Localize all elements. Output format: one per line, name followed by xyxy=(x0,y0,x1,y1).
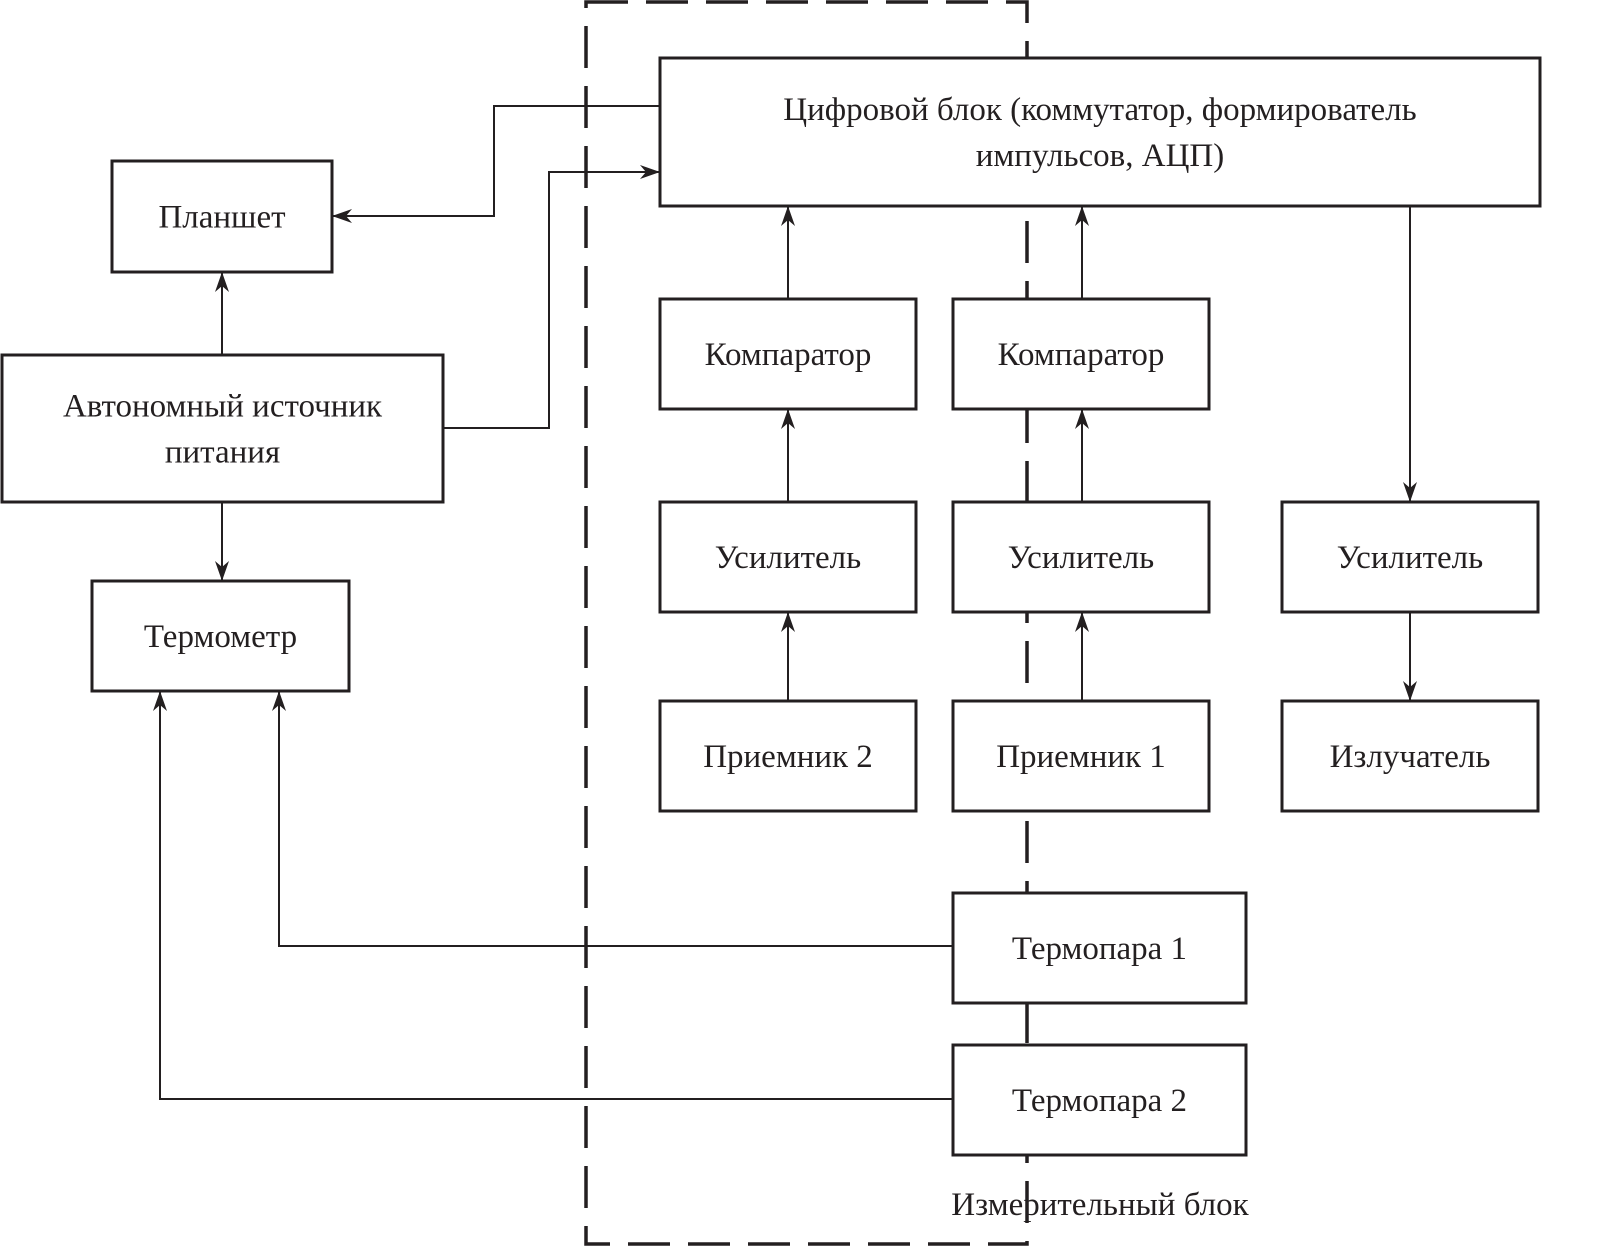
thermocouple-2-box xyxy=(951,1043,1248,1157)
thermocouple-2-label: Термопара 2 xyxy=(1012,1083,1187,1119)
receiver-1-box xyxy=(951,699,1211,813)
power-source-label: Автономный источник xyxy=(63,389,383,425)
comparator-2-box xyxy=(951,297,1211,411)
receiver-2-box xyxy=(658,699,918,813)
arrowhead-icon xyxy=(153,691,167,711)
digital-block-box xyxy=(658,56,1542,208)
power-source-box xyxy=(0,353,445,504)
arrowhead-icon xyxy=(215,272,229,292)
emitter-label: Излучатель xyxy=(1330,739,1491,775)
measuring-block-label: Измерительный блок xyxy=(951,1187,1249,1223)
arrowhead-icon xyxy=(640,165,660,179)
power-source-label: питания xyxy=(165,435,280,471)
amplifier-1-box xyxy=(658,500,918,614)
thermocouple-1-label: Термопара 1 xyxy=(1012,931,1187,967)
arrowhead-icon xyxy=(272,691,286,711)
amplifier-3-box xyxy=(1280,500,1540,614)
arrowhead-icon xyxy=(1075,612,1089,632)
emitter-box xyxy=(1280,699,1540,813)
arrowhead-icon xyxy=(1403,482,1417,502)
arrowhead-icon xyxy=(781,612,795,632)
arrowhead-icon xyxy=(215,561,229,581)
thermometer-box xyxy=(90,579,351,693)
measuring-block-frame xyxy=(584,0,1029,1246)
comparator-2-label: Компаратор xyxy=(998,337,1165,373)
amplifier-2-box xyxy=(951,500,1211,614)
digital-block-label: Цифровой блок (коммутатор, формирователь xyxy=(783,92,1416,128)
comparator-1-box xyxy=(658,297,918,411)
amplifier-3-label: Усилитель xyxy=(1337,540,1483,576)
thermocouple-1-box xyxy=(951,891,1248,1005)
connector-thermocouple-2-to-thermometer xyxy=(159,691,953,1100)
arrowhead-icon xyxy=(781,206,795,226)
connector-digital-block-to-tablet xyxy=(332,105,660,217)
receiver-1-label: Приемник 1 xyxy=(996,739,1166,775)
arrowhead-icon xyxy=(1075,206,1089,226)
connector-power-source-to-digital-block xyxy=(443,171,660,429)
arrowhead-icon xyxy=(332,209,352,223)
connector-thermocouple-1-to-thermometer xyxy=(278,691,953,947)
tablet-label: Планшет xyxy=(158,200,285,236)
amplifier-1-label: Усилитель xyxy=(715,540,861,576)
thermometer-label: Термометр xyxy=(144,619,297,655)
digital-block-label: импульсов, АЦП) xyxy=(976,138,1224,174)
comparator-1-label: Компаратор xyxy=(705,337,872,373)
arrowhead-icon xyxy=(781,409,795,429)
amplifier-2-label: Усилитель xyxy=(1008,540,1154,576)
arrowhead-icon xyxy=(1075,409,1089,429)
arrowhead-icon xyxy=(1403,681,1417,701)
tablet-box xyxy=(110,159,334,274)
receiver-2-label: Приемник 2 xyxy=(703,739,873,775)
